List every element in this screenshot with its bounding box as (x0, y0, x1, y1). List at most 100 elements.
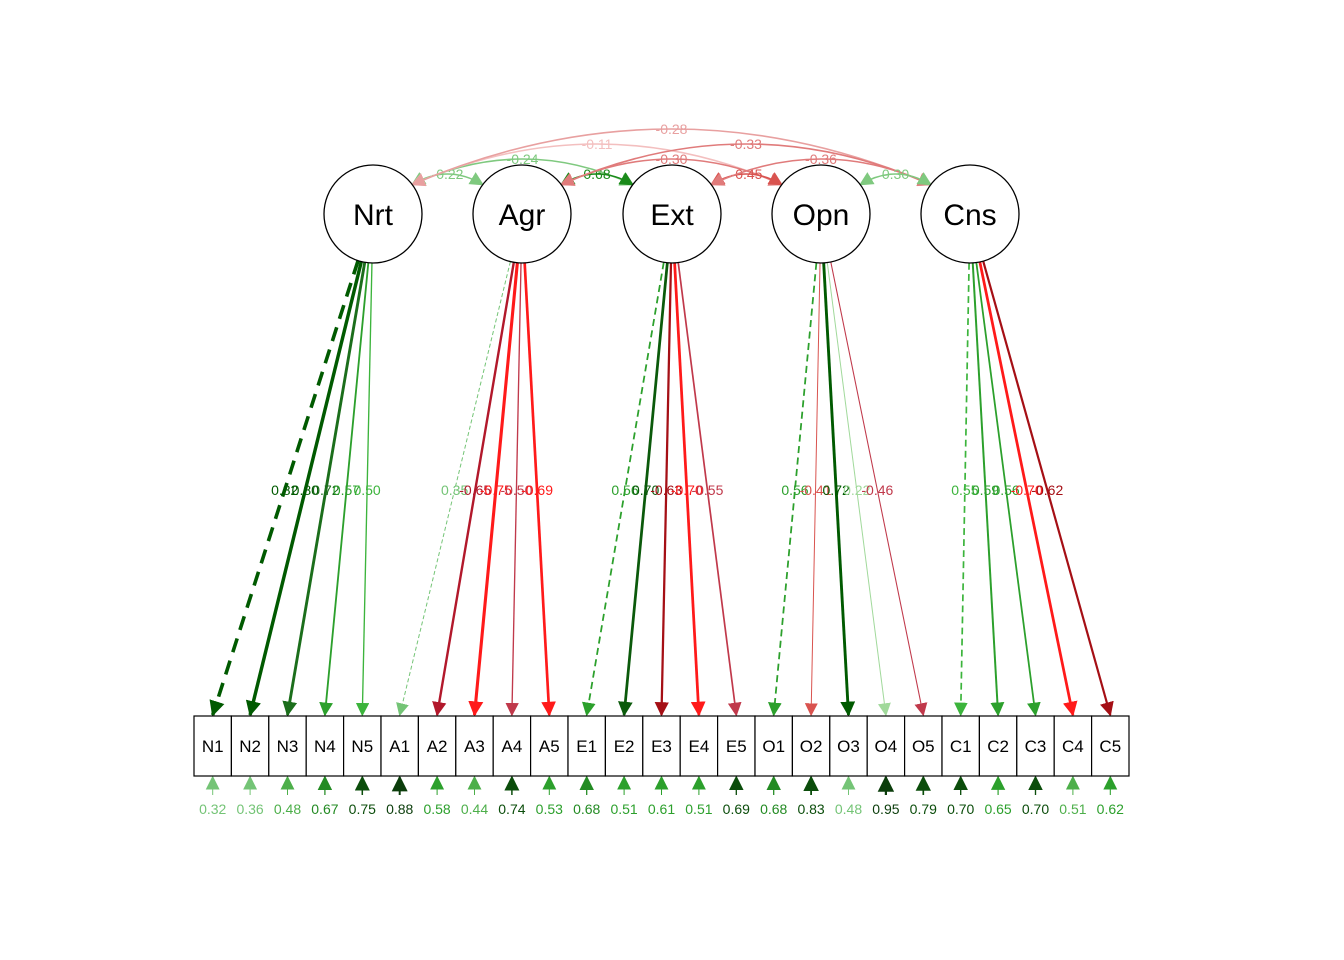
residual-label: 0.62 (1097, 801, 1124, 817)
covariance-label: -0.30 (656, 151, 688, 167)
loading-a3: -0.75 (468, 262, 519, 717)
loading-c4: -0.70 (978, 261, 1078, 717)
residual-o5: 0.79 (910, 775, 937, 817)
manifest-e5: E5 (716, 715, 756, 777)
loading-o2: -0.41 (800, 262, 832, 717)
manifest-o2: O2 (791, 715, 831, 777)
latent-circle (472, 164, 572, 264)
manifest-label: E3 (651, 737, 672, 756)
loading-o5: -0.46 (830, 261, 928, 717)
loading-o4: 0.22 (826, 262, 891, 717)
loading-arrow (822, 262, 856, 717)
residual-n4: 0.67 (311, 775, 339, 817)
manifest-label: O3 (837, 737, 860, 756)
manifest-box (1090, 715, 1130, 777)
loading-label: -0.46 (861, 482, 893, 498)
loading-label: 0.56 (611, 482, 638, 498)
loading-label: 0.22 (843, 482, 870, 498)
residual-o2: 0.83 (797, 775, 825, 817)
manifest-label: N4 (314, 737, 336, 756)
covariance-label: -0.24 (507, 151, 539, 167)
manifest-label: E5 (726, 737, 747, 756)
covariance-label: 0.30 (882, 166, 909, 182)
residual-a1: 0.88 (386, 775, 414, 817)
loading-o3: 0.72 (822, 262, 856, 717)
manifest-a4: A4 (492, 715, 532, 777)
loading-arrow (982, 260, 1114, 717)
loading-e5: -0.55 (677, 262, 742, 717)
loading-a4: -0.50 (500, 262, 533, 717)
loading-arrow (618, 262, 669, 717)
loading-label: 0.82 (271, 482, 298, 498)
loading-label: -0.75 (480, 482, 512, 498)
loading-arrow (826, 262, 891, 717)
residual-label: 0.44 (461, 801, 488, 817)
covariance-arc (410, 128, 933, 187)
manifest-box (791, 715, 831, 777)
residual-a5: 0.53 (536, 775, 563, 817)
latent-label: Opn (793, 199, 850, 232)
manifest-label: C4 (1062, 737, 1084, 756)
covariance-o-c: 0.30 (858, 166, 933, 186)
residual-e4: 0.51 (685, 775, 713, 817)
residual-label: 0.95 (872, 801, 899, 817)
residual-n5: 0.75 (349, 775, 376, 817)
residual-label: 0.51 (1059, 801, 1086, 817)
manifest-box (679, 715, 719, 777)
loading-a1: 0.35 (396, 261, 511, 717)
residual-label: 0.61 (648, 801, 675, 817)
manifest-c2: C2 (978, 715, 1018, 777)
residual-a2: 0.58 (423, 775, 451, 817)
residual-e2: 0.51 (610, 775, 638, 817)
loading-e1: 0.56 (581, 262, 665, 717)
covariance-layer: -0.22-0.240.68-0.11-0.30-0.45-0.28-0.33-… (410, 121, 933, 187)
latent-label: Cns (943, 199, 996, 232)
loading-e4: -0.70 (671, 262, 706, 717)
residual-label: 0.88 (386, 801, 413, 817)
residual-label: 0.70 (1022, 801, 1049, 817)
loading-n2: 0.80 (245, 261, 364, 717)
residual-e3: 0.61 (648, 775, 675, 817)
residual-label: 0.53 (536, 801, 563, 817)
covariance-e-o: -0.45 (709, 166, 784, 186)
manifest-label: N1 (202, 737, 224, 756)
residual-o4: 0.95 (872, 775, 900, 817)
loading-label: 0.59 (972, 482, 999, 498)
manifest-o5: O5 (903, 715, 943, 777)
manifest-label: C3 (1025, 737, 1047, 756)
loading-arrow (581, 262, 665, 717)
loading-label: -0.70 (671, 482, 703, 498)
manifest-label: O4 (875, 737, 898, 756)
loading-arrow (282, 262, 367, 717)
manifest-a3: A3 (455, 715, 494, 777)
residual-o3: 0.48 (835, 775, 862, 817)
covariance-arc (559, 143, 933, 186)
latent-cns: Cns (920, 164, 1020, 264)
latent-label: Agr (499, 199, 546, 232)
loading-arrow (978, 261, 1078, 717)
manifest-label: A3 (464, 737, 485, 756)
residual-o1: 0.68 (760, 775, 788, 817)
manifest-label: O1 (762, 737, 785, 756)
residual-c5: 0.62 (1097, 775, 1124, 817)
latent-opn: Opn (771, 164, 871, 264)
loading-arrow (830, 261, 928, 717)
manifest-c4: C4 (1053, 715, 1093, 777)
manifest-box (642, 715, 681, 777)
covariance-a-e: 0.68 (559, 166, 635, 186)
manifest-label: N2 (239, 737, 261, 756)
loading-arrow (804, 262, 821, 717)
residual-c1: 0.70 (947, 775, 975, 817)
residual-label: 0.69 (723, 801, 750, 817)
loading-label: -0.55 (691, 482, 723, 498)
residual-label: 0.51 (610, 801, 637, 817)
manifest-box (268, 715, 307, 777)
loading-arrow (654, 262, 673, 717)
manifest-e1: E1 (567, 715, 607, 777)
residual-label: 0.32 (199, 801, 226, 817)
loading-arrow (523, 262, 556, 717)
residual-label: 0.79 (910, 801, 937, 817)
residual-e5: 0.69 (723, 775, 750, 817)
manifest-label: E1 (576, 737, 597, 756)
